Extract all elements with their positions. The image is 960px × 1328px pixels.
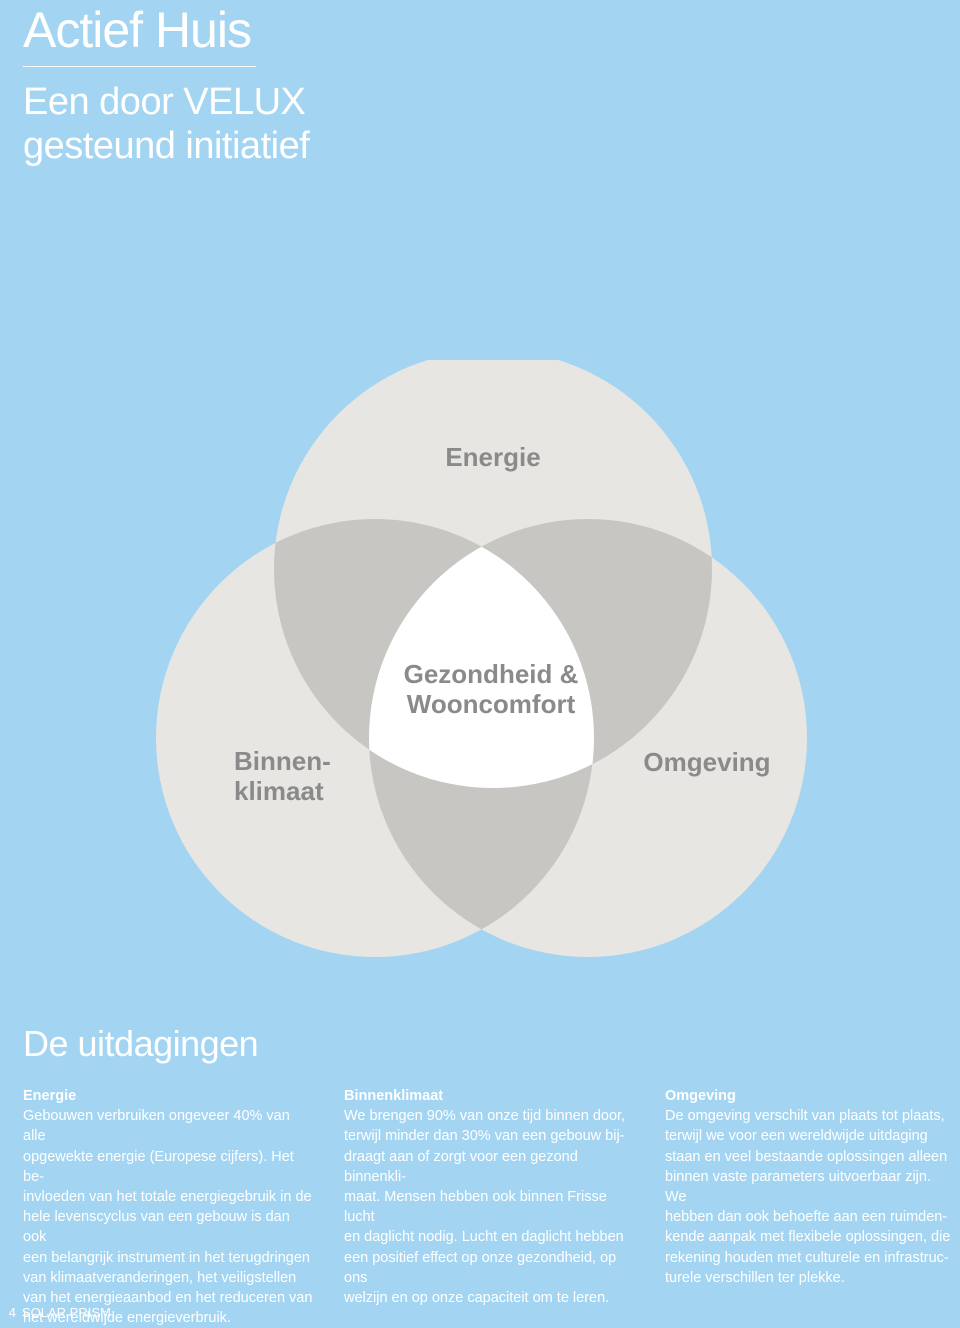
label-energie: Energie	[445, 442, 540, 472]
label-omgeving: Omgeving	[643, 747, 770, 777]
text-line: terwijl we voor een wereldwijde uitdagin…	[665, 1128, 928, 1145]
section-title: De uitdagingen	[23, 1023, 259, 1064]
subtitle-line: Een door VELUX	[23, 81, 306, 123]
label-binnenklimaat-line1: Binnen-	[234, 746, 331, 776]
title-divider	[23, 66, 256, 67]
text-line: terwijl minder dan 30% van een gebouw bi…	[344, 1128, 625, 1145]
column-heading: Energie	[23, 1088, 77, 1104]
text-line: draagt aan of zorgt voor een gezond binn…	[344, 1148, 578, 1185]
page-title: Actief Huis	[23, 2, 252, 58]
column-omgeving: Omgeving De omgeving verschilt van plaat…	[665, 1086, 955, 1288]
text-line: van klimaatveranderingen, het veiligstel…	[23, 1269, 297, 1286]
label-center-line2: Wooncomfort	[407, 689, 576, 719]
text-line: maat. Mensen hebben ook binnen Frisse lu…	[344, 1189, 607, 1226]
text-line: van het energieaanbod en het reduceren v…	[23, 1290, 313, 1307]
text-line: invloeden van het totale energiegebruik …	[23, 1189, 312, 1206]
text-line: staan en veel bestaande oplossingen alle…	[665, 1148, 948, 1165]
text-line: We brengen 90% van onze tijd binnen door…	[344, 1108, 626, 1125]
page-number: 4	[8, 1305, 16, 1320]
page-subtitle: Een door VELUX gesteund initiatief	[23, 80, 403, 168]
text-line: een positief effect op onze gezondheid, …	[344, 1249, 617, 1286]
page-footer: 4 SOLAR PRISM	[0, 1306, 111, 1320]
column-binnenklimaat: Binnenklimaat We brengen 90% van onze ti…	[344, 1086, 634, 1308]
text-line: en daglicht nodig. Lucht en daglicht heb…	[344, 1229, 624, 1246]
text-line: rekening houden met culturele en infrast…	[665, 1249, 949, 1266]
text-line: kende aanpak met flexibele oplossingen, …	[665, 1229, 951, 1246]
column-heading: Omgeving	[665, 1088, 736, 1104]
label-binnenklimaat-line2: klimaat	[234, 776, 324, 806]
text-line: hele levenscyclus van een gebouw is dan …	[23, 1209, 290, 1246]
text-line: De omgeving verschilt van plaats tot pla…	[665, 1108, 945, 1125]
text-line: hebben dan ook behoefte aan een ruimden-	[665, 1209, 948, 1226]
publication-name: SOLAR PRISM	[22, 1305, 111, 1320]
text-line: opgewekte energie (Europese cijfers). He…	[23, 1148, 294, 1185]
center-region	[369, 519, 594, 788]
text-line: binnen vaste parameters uitvoerbaar zijn…	[665, 1168, 931, 1206]
column-energie: Energie Gebouwen verbruiken ongeveer 40%…	[23, 1086, 313, 1328]
text-line: welzijn en op onze capaciteit om te lere…	[344, 1290, 610, 1307]
text-line: Gebouwen verbruiken ongeveer 40% van all…	[23, 1108, 290, 1145]
column-heading: Binnenklimaat	[344, 1088, 444, 1104]
text-line: turele verschillen ter plekke.	[665, 1269, 845, 1286]
venn-diagram: Energie Gezondheid & Wooncomfort Binnen-…	[156, 360, 807, 957]
label-center-line1: Gezondheid &	[404, 659, 579, 689]
subtitle-line: gesteund initiatief	[23, 125, 310, 167]
text-line: een belangrijk instrument in het terugdr…	[23, 1249, 310, 1266]
